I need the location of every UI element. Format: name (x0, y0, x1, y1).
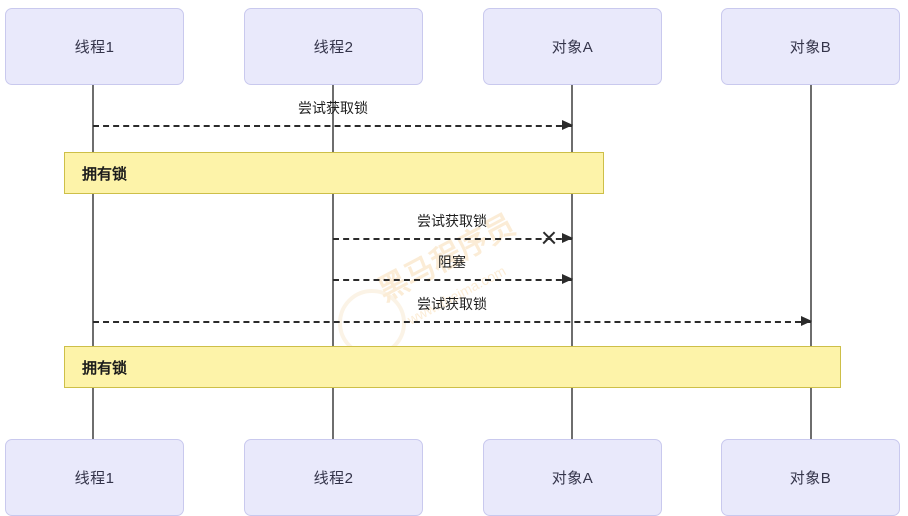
participant-label: 线程2 (313, 470, 354, 487)
lifeline-thread1 (92, 85, 94, 439)
participant-label: 线程1 (74, 39, 115, 56)
lifeline-objectB (810, 85, 812, 439)
participant-label: 线程2 (313, 39, 354, 56)
participant-thread1-top[interactable]: 线程1 (5, 8, 184, 85)
participant-objectB-top[interactable]: 对象B (721, 8, 900, 85)
message-line (333, 238, 572, 240)
message-line (93, 321, 811, 323)
message-label: 阻塞 (438, 254, 466, 270)
participant-label: 对象A (551, 470, 594, 487)
arrowhead-icon (562, 120, 573, 130)
arrowhead-icon (562, 233, 573, 243)
message-line (93, 125, 572, 127)
participant-thread1-bottom[interactable]: 线程1 (5, 439, 184, 516)
message-label: 尝试获取锁 (417, 213, 487, 229)
message-label: 尝试获取锁 (417, 296, 487, 312)
participant-label: 对象A (551, 39, 594, 56)
participant-objectB-bottom[interactable]: 对象B (721, 439, 900, 516)
arrowhead-icon (562, 274, 573, 284)
message-line (333, 279, 572, 281)
participant-thread2-bottom[interactable]: 线程2 (244, 439, 423, 516)
participant-label: 对象B (789, 39, 832, 56)
participant-label: 线程1 (74, 470, 115, 487)
participant-objectA-top[interactable]: 对象A (483, 8, 662, 85)
lifeline-objectA (571, 85, 573, 439)
participant-label: 对象B (789, 470, 832, 487)
failed-x-icon (540, 229, 558, 247)
lock-bar-label: 拥有锁 (82, 359, 128, 377)
lock-bar-own-lock-2[interactable]: 拥有锁 (64, 346, 841, 388)
lock-bar-own-lock-1[interactable]: 拥有锁 (64, 152, 604, 194)
lifeline-thread2 (332, 85, 334, 439)
participant-thread2-top[interactable]: 线程2 (244, 8, 423, 85)
lock-bar-label: 拥有锁 (82, 165, 128, 183)
message-label: 尝试获取锁 (298, 100, 368, 116)
arrowhead-icon (801, 316, 812, 326)
participant-objectA-bottom[interactable]: 对象A (483, 439, 662, 516)
